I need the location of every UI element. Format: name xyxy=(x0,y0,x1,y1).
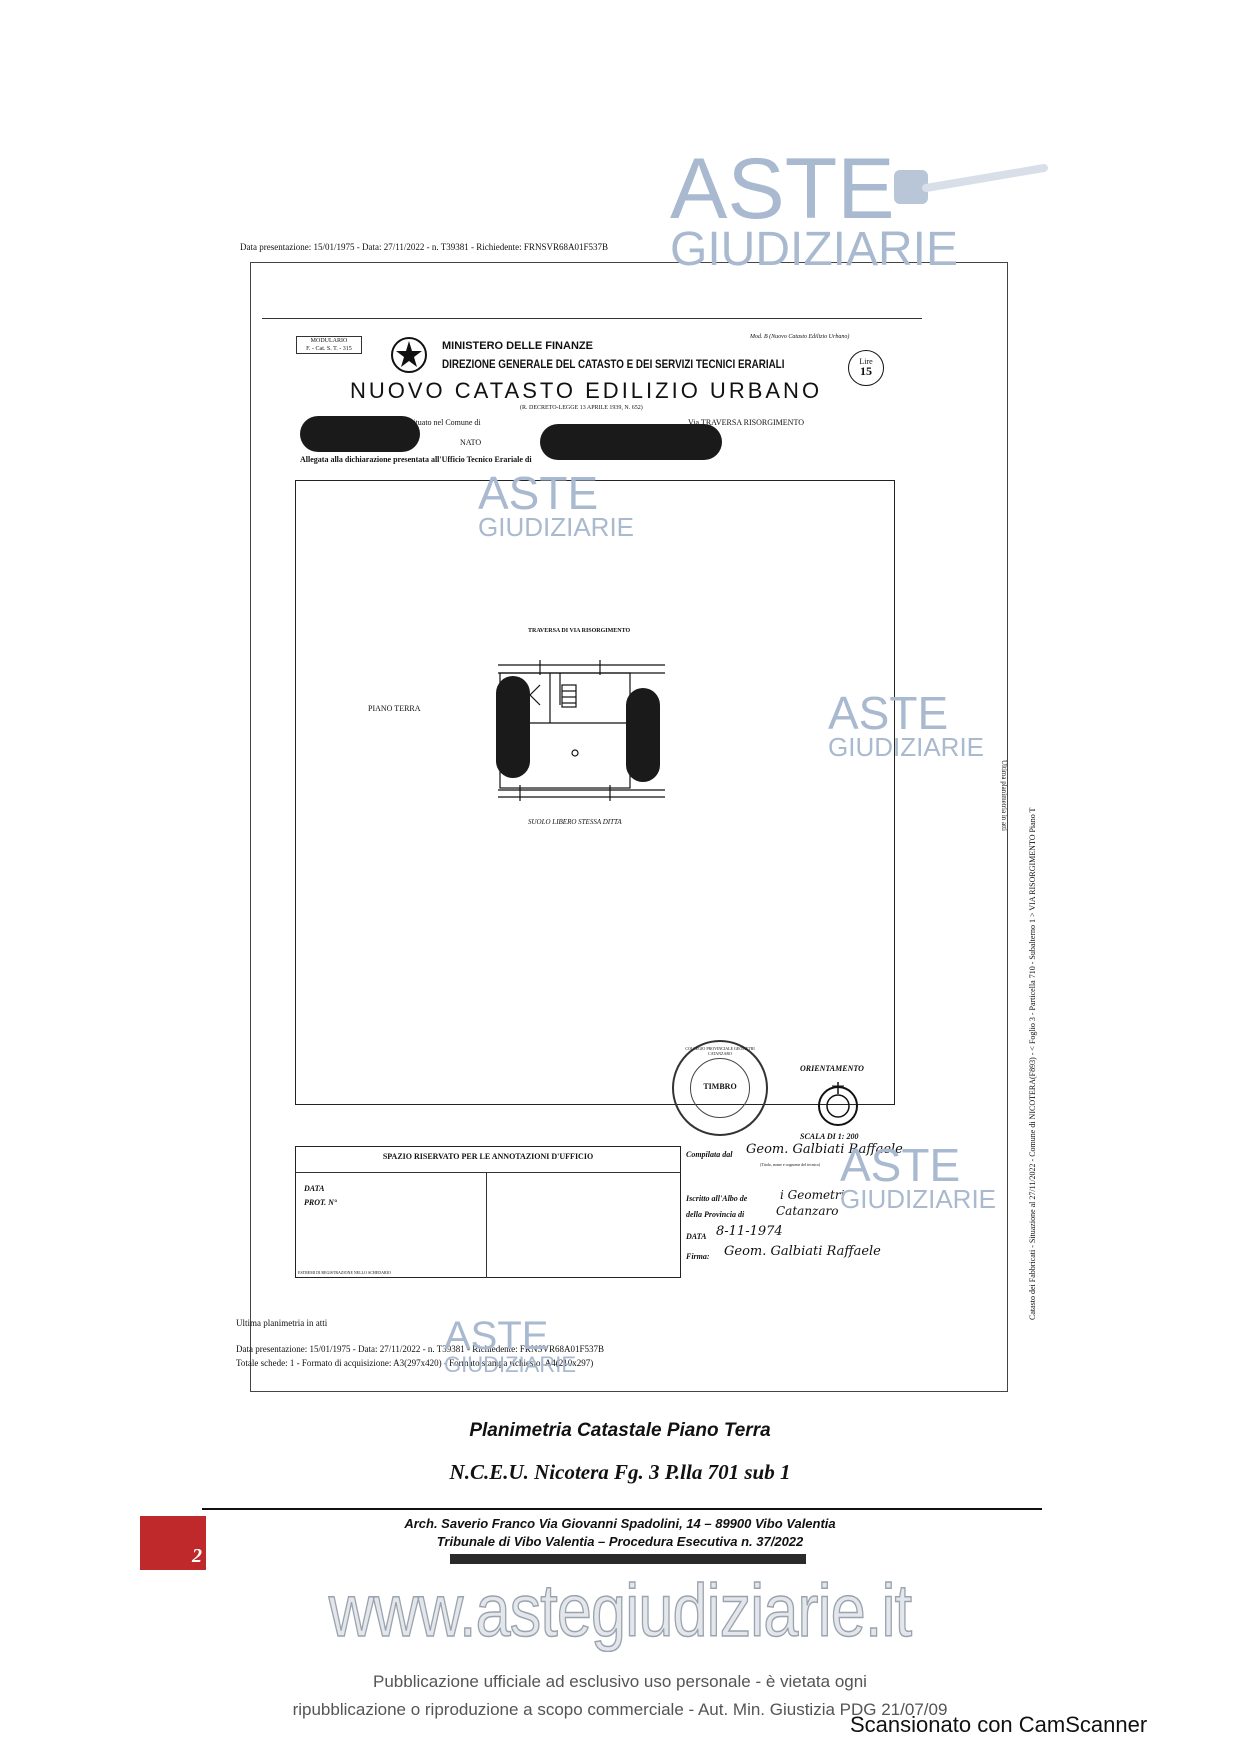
wm-aste-bottom: ASTE xyxy=(444,1314,549,1358)
modulario-box: MODULARIO F. - Cat. S. T. - 315 xyxy=(296,336,362,354)
caption-title: Planimetria Catastale Piano Terra xyxy=(469,1420,771,1441)
footer-court: Tribunale di Vibo Valentia – Procedura E… xyxy=(436,1534,804,1549)
stamp-inner: TIMBRO xyxy=(703,1082,737,1091)
floor-label: PIANO TERRA xyxy=(368,704,421,713)
wm-giudiziarie-drawing: GIUDIZIARIE xyxy=(478,512,635,542)
firma-value: Geom. Galbiati Raffaele xyxy=(724,1244,881,1259)
ultima-label: Ultima planimetria in atti xyxy=(236,1318,328,1328)
orientation-label: ORIENTAMENTO xyxy=(800,1064,864,1073)
ministry-title: MINISTERO DELLE FINANZE xyxy=(442,340,593,352)
footer-address: Arch. Saverio Franco Via Giovanni Spadol… xyxy=(404,1516,836,1531)
gavel-icon xyxy=(890,160,1050,220)
watermark-logo-bottom: ASTE GIUDIZIARIE xyxy=(444,1316,576,1376)
office-box xyxy=(295,1146,681,1278)
footer-redaction-bar xyxy=(450,1554,806,1564)
watermark-logo-compiler: ASTE GIUDIZIARIE xyxy=(840,1142,996,1212)
compilato-hint: (Titolo, nome e cognome del tecnico) xyxy=(760,1162,821,1167)
redaction-birthplace xyxy=(540,424,722,460)
wm-giudiziarie-top: GIUDIZIARIE xyxy=(670,223,959,276)
page-number: 2 xyxy=(192,1545,202,1567)
mod-label: Mod. B (Nuovo Catasto Edilizio Urbano) xyxy=(750,334,850,340)
provincia-value: Catanzaro xyxy=(776,1204,839,1218)
office-box-rule xyxy=(295,1172,681,1173)
drawing-area xyxy=(295,480,895,1105)
watermark-logo-right: ASTE GIUDIZIARIE xyxy=(828,690,984,760)
stamp-ring-text: COLLEGIO PROVINCIALE GEOMETRI CATANZARO xyxy=(685,1046,755,1056)
office-data-label: DATA xyxy=(304,1184,325,1193)
form-title: NUOVO CATASTO EDILIZIO URBANO xyxy=(350,378,823,403)
office-footer-small: ESTREMI DI REGISTRAZIONE NELLO SCHEDARIO xyxy=(298,1270,391,1275)
compass-icon xyxy=(814,1080,862,1128)
provincia-label: della Provincia di xyxy=(686,1210,745,1219)
compilato-value: Geom. Galbiati Raffaele xyxy=(746,1142,903,1157)
wm-aste-drawing: ASTE xyxy=(478,467,599,519)
wm-aste-compiler: ASTE xyxy=(840,1139,961,1191)
watermark-logo-drawing: ASTE GIUDIZIARIE xyxy=(478,470,634,540)
redaction-west xyxy=(496,676,530,778)
iscritto-label: Iscritto all'Albo de xyxy=(686,1194,748,1203)
decree-label: (R. DECRETO-LEGGE 13 APRILE 1939, N. 652… xyxy=(520,405,643,411)
footer-rule xyxy=(202,1508,1042,1510)
watermark-url: www.astegiudiziarie.it xyxy=(328,1568,913,1653)
caption-subtitle: N.C.E.U. Nicotera Fg. 3 P.lla 701 sub 1 xyxy=(449,1460,791,1484)
compilato-label: Compilata dal xyxy=(686,1150,733,1159)
redaction-east xyxy=(626,688,660,782)
document-frame xyxy=(250,262,1008,1392)
lire-seal: Lire 15 xyxy=(848,350,884,386)
camscanner-label: Scansionato con CamScanner xyxy=(850,1712,1148,1737)
south-label: SUOLO LIBERO STESSA DITTA xyxy=(528,818,622,826)
attached-line: Allegata alla dichiarazione presentata a… xyxy=(300,455,532,464)
side-cadastre-text: Catasto dei Fabbricati - Situazione al 2… xyxy=(1028,807,1037,1320)
lire-value: 15 xyxy=(860,364,872,378)
iscritto-value: i Geometri xyxy=(780,1188,845,1202)
office-prot-label: PROT. N° xyxy=(304,1198,338,1207)
office-box-header: SPAZIO RISERVATO PER LE ANNOTAZIONI D'UF… xyxy=(382,1152,594,1161)
emblem-icon xyxy=(390,336,428,374)
lire-label: Lire xyxy=(859,357,873,366)
redaction-owner xyxy=(300,416,420,452)
property-line: ...mobile situato nel Comune di xyxy=(380,418,481,427)
bottom-meta-2: Totale schede: 1 - Formato di acquisizio… xyxy=(236,1358,594,1368)
compiler-data-label: DATA xyxy=(686,1232,707,1241)
page-badge: 2 xyxy=(140,1516,206,1570)
firma-label: Firma: xyxy=(686,1252,710,1261)
wm-aste-top: ASTE xyxy=(670,141,895,237)
professional-stamp: TIMBRO COLLEGIO PROVINCIALE GEOMETRI CAT… xyxy=(672,1040,768,1136)
north-street-label: TRAVERSA DI VIA RISORGIMENTO xyxy=(528,628,631,634)
scale-label: SCALA DI 1: 200 xyxy=(800,1132,859,1141)
watermark-notice-2: ripubblicazione o riproduzione a scopo c… xyxy=(292,1700,948,1719)
top-meta: Data presentazione: 15/01/1975 - Data: 2… xyxy=(240,242,608,252)
bottom-meta-1: Data presentazione: 15/01/1975 - Data: 2… xyxy=(236,1344,604,1354)
wm-giudiziarie-bottom: GIUDIZIARIE xyxy=(444,1352,577,1377)
direction-title: DIREZIONE GENERALE DEL CATASTO E DEI SER… xyxy=(442,357,785,371)
watermark-logo-top: ASTE GIUDIZIARIE xyxy=(670,146,958,274)
office-box-divider xyxy=(486,1172,487,1278)
born-line: NATO xyxy=(460,438,482,447)
wm-giudiziarie-compiler: GIUDIZIARIE xyxy=(840,1184,997,1214)
frame-rule xyxy=(262,318,922,319)
watermark-notice-1: Pubblicazione ufficiale ad esclusivo uso… xyxy=(373,1672,867,1691)
wm-aste-right: ASTE xyxy=(828,687,949,739)
wm-giudiziarie-right: GIUDIZIARIE xyxy=(828,732,985,762)
property-street: Via TRAVERSA RISORGIMENTO xyxy=(688,418,804,427)
side-small-text: Ultima planimetria in atti xyxy=(1000,760,1008,831)
compiler-data-value: 8-11-1974 xyxy=(716,1224,783,1239)
